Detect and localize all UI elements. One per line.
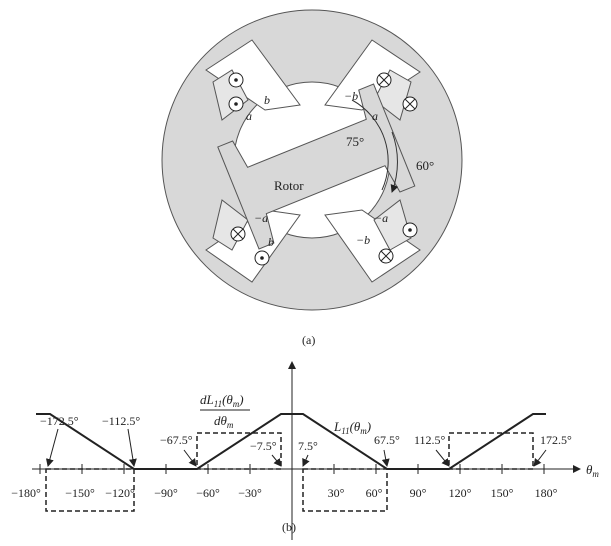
coil-top-right bbox=[373, 69, 418, 121]
phase-label: b bbox=[268, 235, 274, 249]
coil-top-left bbox=[212, 69, 249, 121]
tick-label: 180° bbox=[535, 486, 558, 500]
panel-b-inductance-plot: θm −180° −150° −120° −90° −60° −30° 30° … bbox=[11, 361, 599, 540]
annotation-label: 112.5° bbox=[414, 433, 446, 447]
tick-label: −60° bbox=[196, 486, 220, 500]
tick-label: −120° bbox=[105, 486, 135, 500]
dL-dtheta-waveform bbox=[45, 432, 534, 512]
caption-a: (a) bbox=[302, 333, 315, 347]
phase-label: a bbox=[372, 109, 378, 123]
tick-label: 150° bbox=[491, 486, 514, 500]
caption-b: (b) bbox=[282, 520, 296, 534]
annotation-label: −7.5° bbox=[250, 439, 277, 453]
dL-label: dL11(θm) dθm bbox=[200, 392, 250, 430]
annotation-label: 172.5° bbox=[540, 433, 572, 447]
rotor-body bbox=[217, 83, 416, 250]
panel-a-machine-cross-section: Rotor 75° 60° b a −b a −a b −a −b (a) bbox=[161, 9, 463, 347]
stator-pole-bottom-right bbox=[324, 209, 421, 283]
rotor-label: Rotor bbox=[274, 178, 304, 193]
L11-waveform bbox=[36, 413, 546, 470]
phase-label: a bbox=[246, 109, 252, 123]
svg-text:dθm: dθm bbox=[214, 413, 234, 430]
tick-label: 30° bbox=[328, 486, 345, 500]
annotation-label: −172.5° bbox=[40, 414, 79, 428]
cross-symbol-icon bbox=[402, 96, 418, 112]
x-axis-label: θm bbox=[586, 462, 599, 479]
cross-symbol-icon bbox=[376, 72, 392, 88]
annotation-label: 7.5° bbox=[298, 439, 318, 453]
cross-symbol-icon bbox=[378, 248, 394, 264]
phase-label: −a bbox=[374, 211, 388, 225]
phase-label: −b bbox=[344, 89, 358, 103]
annotation-label: −67.5° bbox=[160, 433, 193, 447]
tick-label: 90° bbox=[410, 486, 427, 500]
stator-pole-top-right bbox=[324, 39, 421, 111]
angle-75-label: 75° bbox=[346, 134, 364, 149]
coil-bottom-right bbox=[373, 199, 418, 264]
annotation-label: 67.5° bbox=[374, 433, 400, 447]
phase-label: −a bbox=[254, 211, 268, 225]
phase-label: −b bbox=[356, 233, 370, 247]
tick-label: −180° bbox=[11, 486, 41, 500]
tick-label: 60° bbox=[366, 486, 383, 500]
tick-label: 120° bbox=[449, 486, 472, 500]
svg-text:dL11(θm): dL11(θm) bbox=[200, 392, 244, 409]
angle-60-label: 60° bbox=[416, 158, 434, 173]
annotation-label: −112.5° bbox=[102, 414, 140, 428]
tick-label: −150° bbox=[65, 486, 95, 500]
phase-label: b bbox=[264, 93, 270, 107]
L-label: L11(θm) bbox=[333, 419, 371, 436]
angle-60-arc bbox=[390, 131, 399, 193]
tick-label: −30° bbox=[238, 486, 262, 500]
cross-symbol-icon bbox=[230, 226, 246, 242]
angle-75-arc bbox=[351, 99, 389, 191]
tick-label: −90° bbox=[154, 486, 178, 500]
